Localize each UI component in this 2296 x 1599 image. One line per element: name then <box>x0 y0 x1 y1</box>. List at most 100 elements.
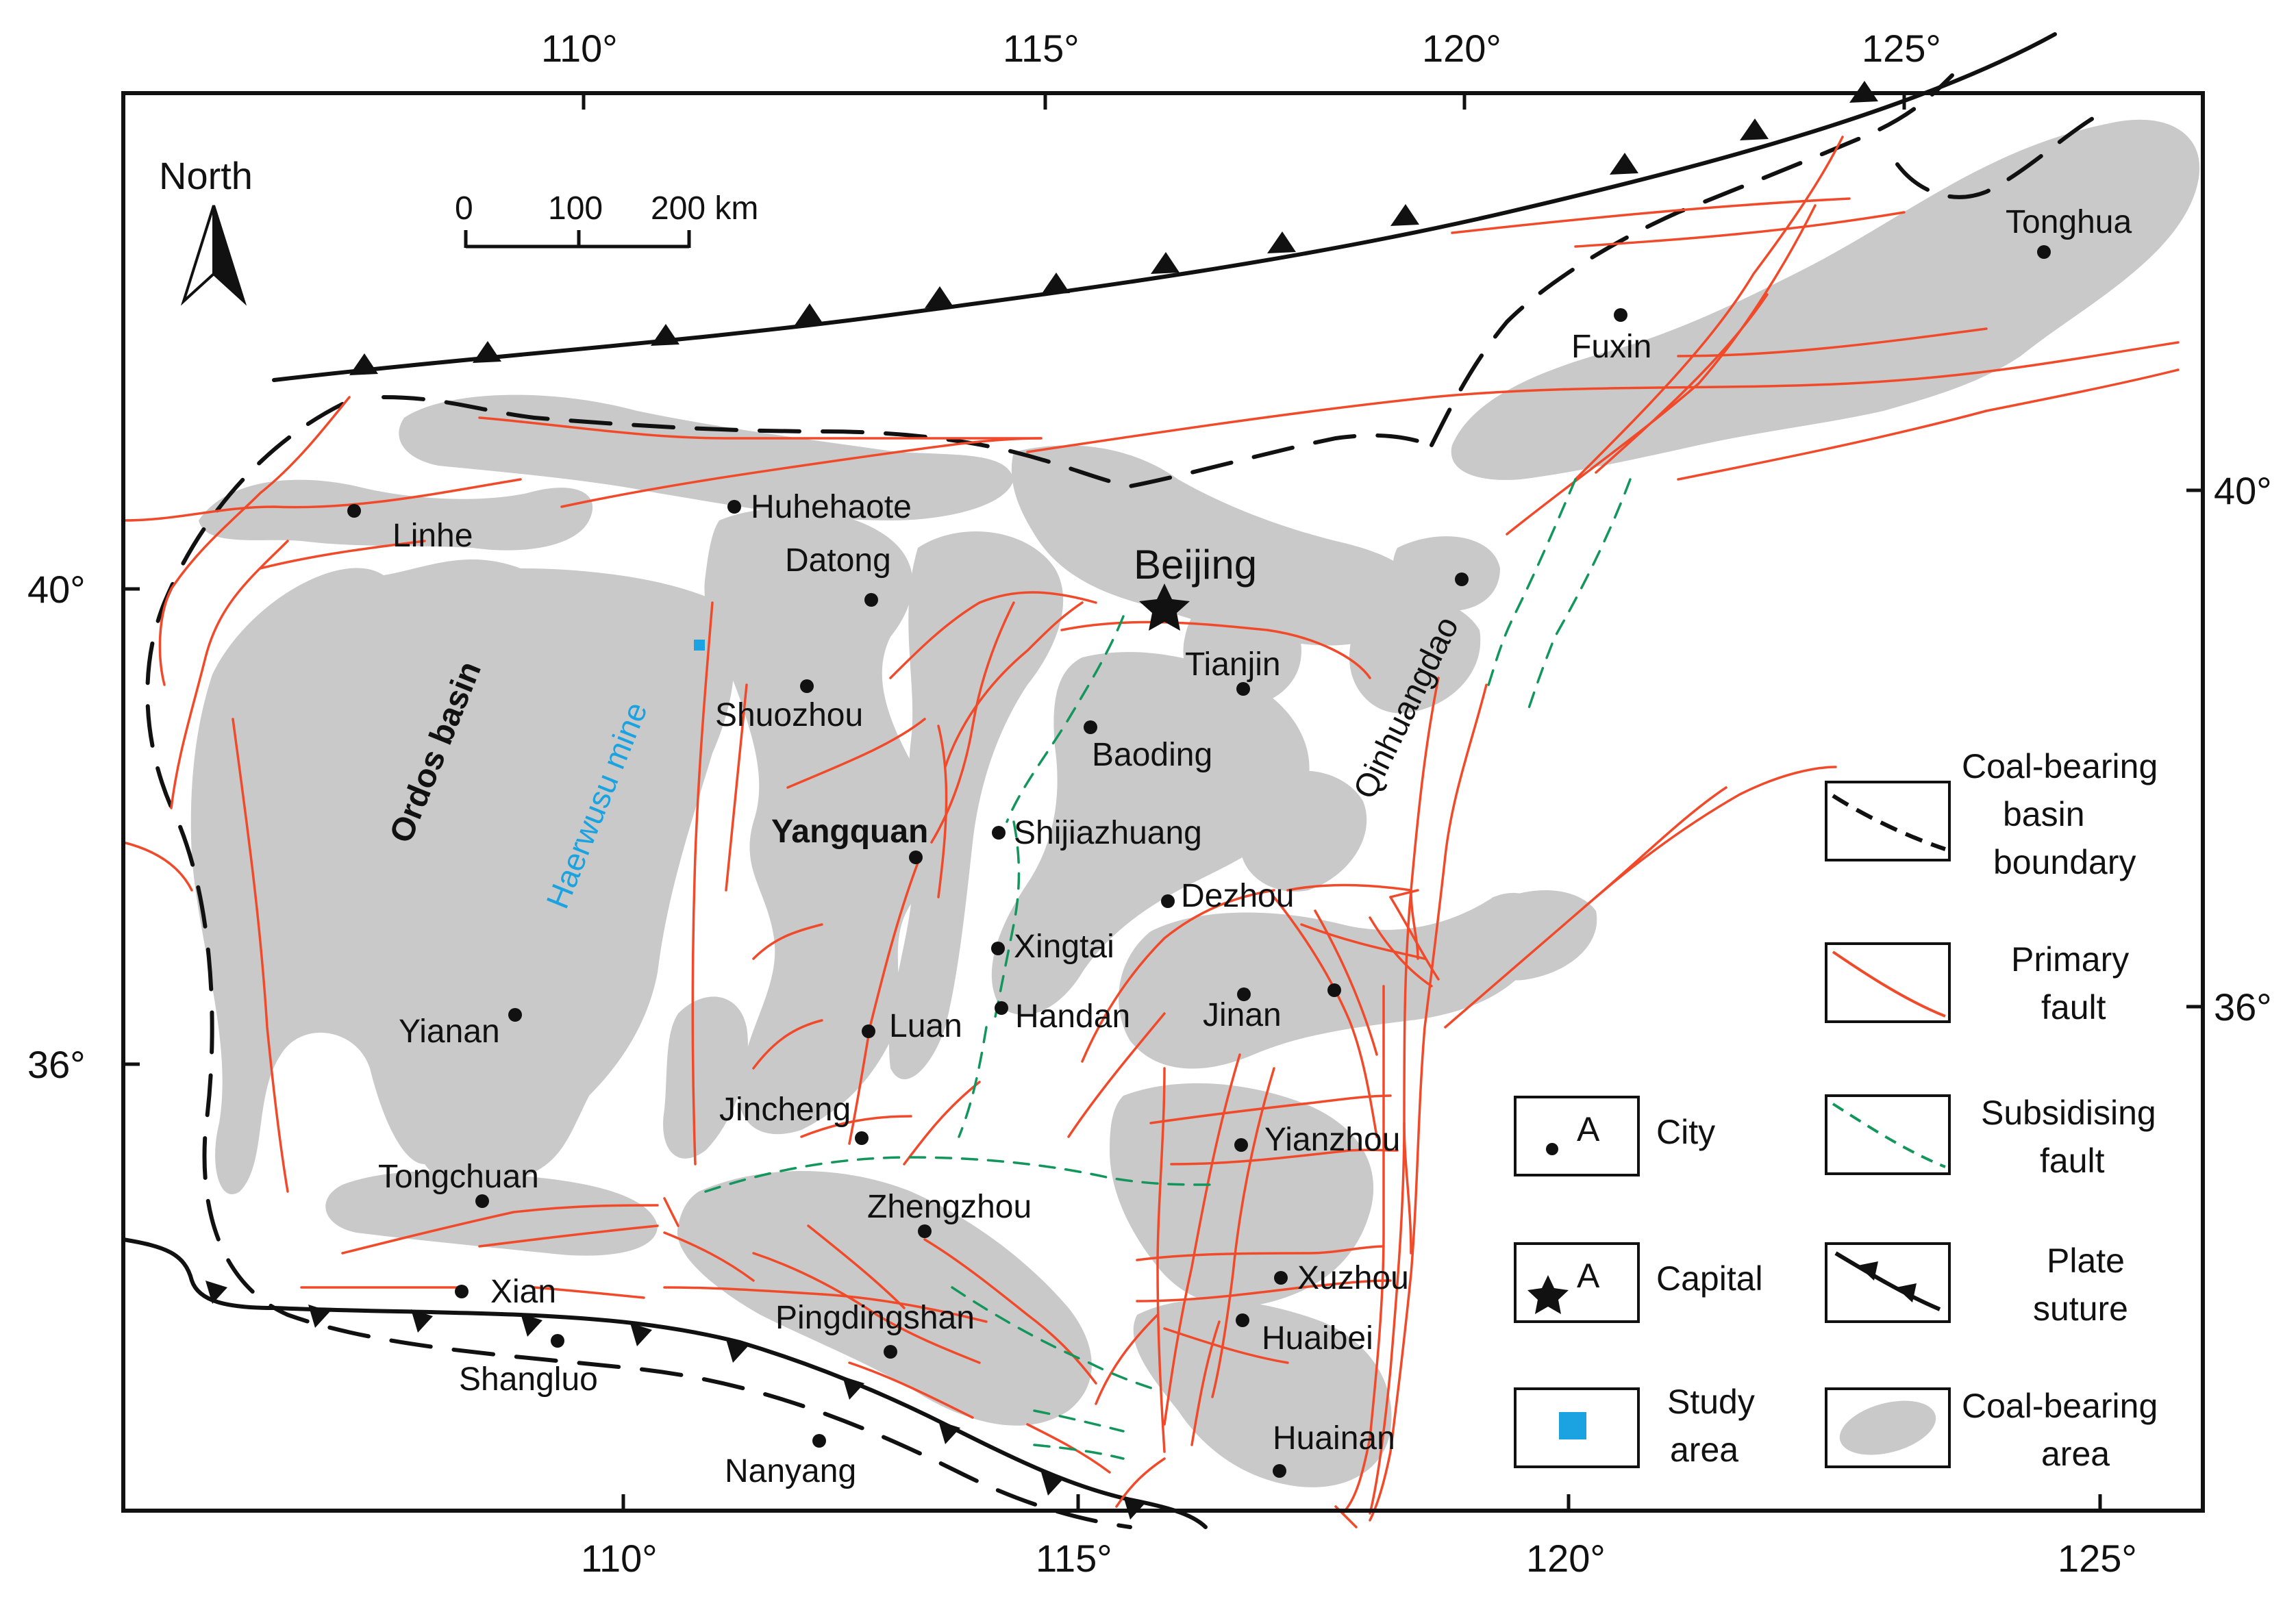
bottom-axis-label-115: 115° <box>1036 1537 1112 1580</box>
primary-faults <box>122 136 2180 1528</box>
city-yianan: Yianan <box>399 1008 522 1050</box>
svg-text:Yianan: Yianan <box>399 1013 500 1050</box>
city-baoding: Baoding <box>1084 720 1212 773</box>
left-axis-label-40: 40° <box>27 568 86 611</box>
svg-text:Pingdingshan: Pingdingshan <box>775 1300 975 1336</box>
capital-star-icon <box>1139 583 1190 631</box>
svg-text:Xian: Xian <box>490 1274 556 1310</box>
svg-text:Xingtai: Xingtai <box>1014 929 1114 965</box>
capital-label: Beijing <box>1134 542 1257 588</box>
city-luan: Luan <box>862 1008 962 1044</box>
svg-text:Jincheng: Jincheng <box>719 1092 851 1128</box>
city-zhengzhou: Zhengzhou <box>867 1189 1032 1238</box>
coal-area-dezhou <box>1240 770 1367 892</box>
plate-sutures <box>121 32 2057 1529</box>
coal-area-ordos <box>190 559 734 1194</box>
top-axis-label-125: 125° <box>1862 27 1941 70</box>
city-xian: Xian <box>455 1274 556 1310</box>
basin-boundary-east <box>1430 73 1954 447</box>
svg-text:Linhe: Linhe <box>392 518 473 554</box>
svg-text:Shangluo: Shangluo <box>459 1361 598 1398</box>
city-yianzhou: Yianzhou <box>1234 1122 1400 1158</box>
bottom-axis-label-120: 120° <box>1526 1537 1606 1580</box>
svg-text:Zhengzhou: Zhengzhou <box>867 1189 1032 1225</box>
city-shijiazhuang: Shijiazhuang <box>992 815 1202 851</box>
basin-boundary-north <box>382 395 1434 489</box>
axis-ticks <box>123 93 2203 1511</box>
svg-text:Handan: Handan <box>1015 998 1130 1035</box>
city-datong: Datong <box>785 542 891 607</box>
legend-coal-shape-icon <box>1839 1400 1936 1455</box>
north-arrow: North <box>159 154 253 306</box>
legend-primary-line-icon <box>1832 950 1946 1018</box>
legend-capital-marker: A <box>1577 1257 1600 1295</box>
svg-text:Yangquan: Yangquan <box>771 814 928 850</box>
city-jinan-east <box>1327 983 1341 997</box>
north-arrow-right-icon <box>212 205 247 306</box>
legend-boundary-line1: Coal-bearing <box>1962 747 2158 785</box>
svg-text:Jinan: Jinan <box>1203 997 1282 1033</box>
city-tianjin: Tianjin <box>1185 646 1281 696</box>
svg-text:Tonghua: Tonghua <box>2006 204 2132 240</box>
legend-suture-tooth-icon-2 <box>1896 1283 1917 1302</box>
bottom-axis-label-125: 125° <box>2058 1537 2137 1580</box>
coal-area-central <box>704 508 936 1135</box>
city-shangluo: Shangluo <box>459 1334 598 1398</box>
svg-text:Baoding: Baoding <box>1092 737 1212 773</box>
legend-subsiding-line-icon <box>1832 1103 1946 1168</box>
coal-area-northeast <box>1451 119 2200 480</box>
city-huhehaote: Huhehaote <box>727 489 912 525</box>
legend-boundary-line2: basin <box>2003 795 2085 833</box>
city-fuxin: Fuxin <box>1571 308 1651 365</box>
coal-bearing-areas <box>190 119 2200 1487</box>
basin-boundary-loop <box>1895 114 2098 199</box>
legend-primary-line1: Primary <box>2011 940 2129 979</box>
map-frame <box>121 91 2205 1513</box>
city-xuzhou: Xuzhou <box>1274 1260 1409 1296</box>
svg-text:Shijiazhuang: Shijiazhuang <box>1014 815 1202 851</box>
coal-area-shuozhou <box>765 574 856 707</box>
coal-area-huaibei <box>1133 1299 1392 1487</box>
city-dezhou: Dezhou <box>1161 878 1294 914</box>
legend-boundary-box <box>1825 781 1951 861</box>
subsiding-faults <box>704 478 1632 1460</box>
legend-city-dot-icon <box>1546 1143 1558 1155</box>
coal-area-shandong <box>1119 892 1545 1069</box>
right-axis-label-40: 40° <box>2214 469 2272 512</box>
legend-study-square-icon <box>1559 1412 1586 1439</box>
coal-area-fuxin <box>1837 310 1945 392</box>
legend-boundary-line-icon <box>1832 794 1946 851</box>
svg-text:Luan: Luan <box>889 1008 962 1044</box>
north-suture <box>272 32 2057 382</box>
right-axis-label-36: 36° <box>2214 985 2272 1029</box>
coal-area-linfen <box>663 996 748 1159</box>
svg-text:Yianzhou: Yianzhou <box>1264 1122 1400 1158</box>
coal-area-beijing <box>1011 445 1419 646</box>
legend-capital-star-icon <box>1527 1275 1569 1314</box>
city-tonghua: Tonghua <box>2006 204 2132 259</box>
top-axis-label-115: 115° <box>1003 27 1080 70</box>
north-arrow-left-icon <box>180 205 215 306</box>
scale-bar: 0 100 200 km <box>455 190 758 249</box>
city-nanyang: Nanyang <box>725 1434 856 1489</box>
city-jinan: Jinan <box>1203 987 1282 1033</box>
legend-study-line2: area <box>1670 1431 1738 1469</box>
legend-suture-tooth-icon-1 <box>1858 1261 1878 1281</box>
legend-study-line1: Study <box>1667 1383 1755 1421</box>
city-huainan: Huainan <box>1273 1420 1395 1478</box>
coal-area-jiaodong <box>1471 890 1597 981</box>
south-suture-teeth <box>205 1281 1145 1520</box>
legend-coal-line1: Coal-bearing <box>1962 1387 2158 1425</box>
coal-area-yianzhou <box>1110 1083 1374 1307</box>
study-area-marker <box>694 640 705 651</box>
city-jincheng: Jincheng <box>719 1092 869 1145</box>
legend-capital-label: Capital <box>1656 1259 1763 1298</box>
city-yangquan: Yangquan <box>771 814 928 864</box>
city-huaibei: Huaibei <box>1236 1313 1373 1357</box>
svg-text:Tongchuan: Tongchuan <box>378 1159 539 1195</box>
coal-area-linhe <box>199 479 593 551</box>
city-handan: Handan <box>995 998 1130 1035</box>
city-tongchuan: Tongchuan <box>378 1159 539 1208</box>
svg-text:Xuzhou: Xuzhou <box>1297 1260 1409 1296</box>
